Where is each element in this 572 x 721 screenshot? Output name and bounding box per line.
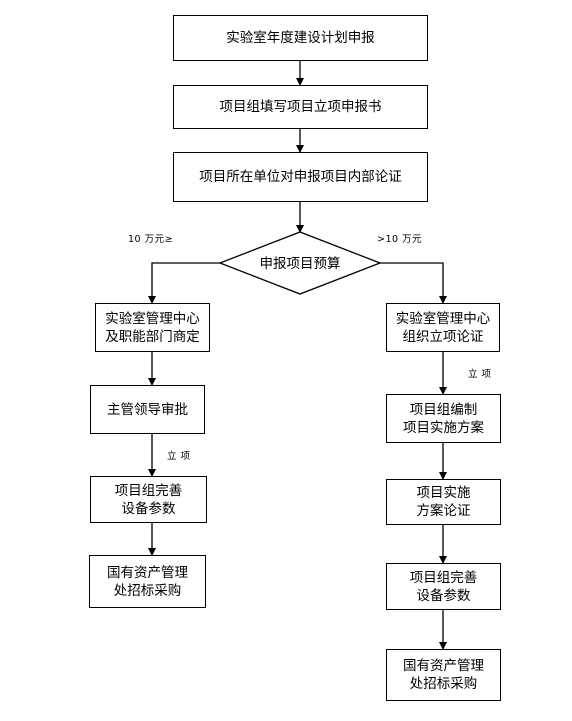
right-refine-params: 项目组完善 设备参数 [386, 563, 501, 610]
arrow-budget-to-right [380, 262, 447, 304]
budget-decision-label: 申报项目预算 [259, 256, 341, 272]
right-procurement: 国有资产管理 处招标采购 [386, 649, 501, 701]
step-annual-plan: 实验室年度建设计划申报 [173, 15, 428, 61]
left-refine-params: 项目组完善 设备参数 [90, 476, 207, 523]
right-plan-review: 项目实施 方案论证 [386, 479, 501, 525]
left-leader-approval-label: 主管领导审批 [107, 401, 188, 418]
right-center-review: 实验室管理中心 组织立项论证 [386, 303, 500, 352]
right-compile-plan-label: 项目组编制 项目实施方案 [403, 401, 484, 436]
left-refine-params-label: 项目组完善 设备参数 [114, 482, 183, 517]
right-center-review-label: 实验室管理中心 组织立项论证 [395, 310, 491, 345]
left-center-discuss: 实验室管理中心 及职能部门商定 [95, 303, 210, 352]
step-internal-review: 项目所在单位对申报项目内部论证 [173, 152, 428, 202]
right-compile-plan: 项目组编制 项目实施方案 [386, 394, 501, 443]
step-internal-review-label: 项目所在单位对申报项目内部论证 [199, 169, 402, 185]
right-approve-label: 立 项 [468, 369, 492, 380]
step-fill-application-label: 项目组填写项目立项申报书 [219, 99, 382, 115]
step-fill-application: 项目组填写项目立项申报书 [173, 85, 428, 129]
right-plan-review-label: 项目实施 方案论证 [416, 485, 471, 519]
arrow-budget-to-left [148, 262, 220, 304]
left-center-discuss-label: 实验室管理中心 及职能部门商定 [105, 310, 200, 345]
left-procurement: 国有资产管理 处招标采购 [89, 555, 206, 608]
branch-label-left: 10 万元≥ [128, 234, 174, 245]
left-procurement-label: 国有资产管理 处招标采购 [107, 564, 188, 599]
left-leader-approval: 主管领导审批 [90, 385, 205, 434]
step-annual-plan-label: 实验室年度建设计划申报 [226, 30, 375, 46]
right-refine-params-label: 项目组完善 设备参数 [409, 569, 478, 604]
left-approve-label: 立 项 [167, 451, 191, 462]
branch-label-right: >10 万元 [377, 234, 423, 245]
right-procurement-label: 国有资产管理 处招标采购 [403, 658, 484, 692]
budget-decision-diamond [218, 231, 382, 295]
